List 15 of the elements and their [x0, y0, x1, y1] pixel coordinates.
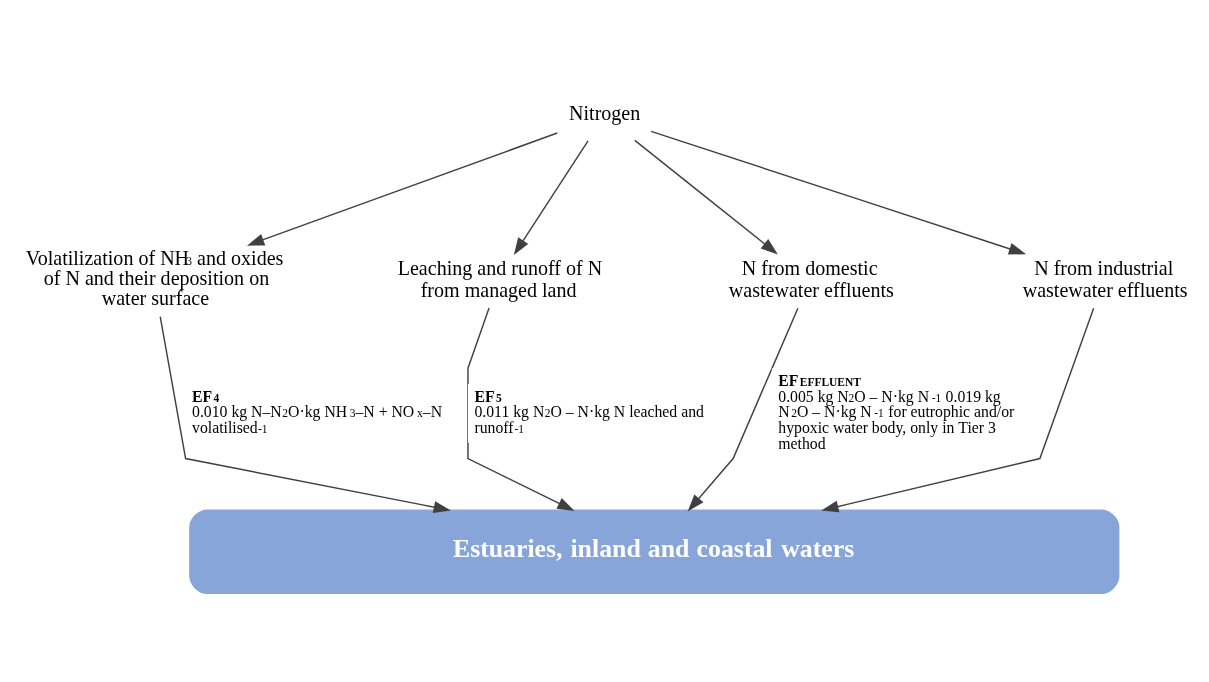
arrow	[650, 130, 1027, 255]
node-box: Estuaries, inland and coastal waters	[189, 509, 1120, 594]
arrow	[247, 132, 558, 246]
node-text: Leaching and runoff of N from managed land	[397, 257, 603, 301]
node-text: N from domestic wastewater effluents	[728, 257, 894, 301]
arrow	[467, 307, 575, 511]
edge-label: EFEFFLUENT 0.005 kg N2O – N·kg N-1 0.019 kg N2O – N·kg N-1 for eutrophic and/or hypoxic water body, only in Tier 3 method	[778, 371, 1015, 452]
arrow	[687, 307, 799, 512]
arrow	[634, 139, 778, 255]
node-text: N from industrial wastewater effluents	[1022, 257, 1188, 301]
edge-label: EF5 0.011 kg N2O – N·kg N leached and runoff-1	[474, 387, 704, 437]
arrow	[821, 307, 1095, 513]
arrow	[513, 140, 589, 256]
node-text: Nitrogen	[569, 101, 641, 124]
edge-label: EF4 0.010 kg N–N2O·kg NH3–N + NOx–N volatilised-1	[192, 387, 443, 437]
